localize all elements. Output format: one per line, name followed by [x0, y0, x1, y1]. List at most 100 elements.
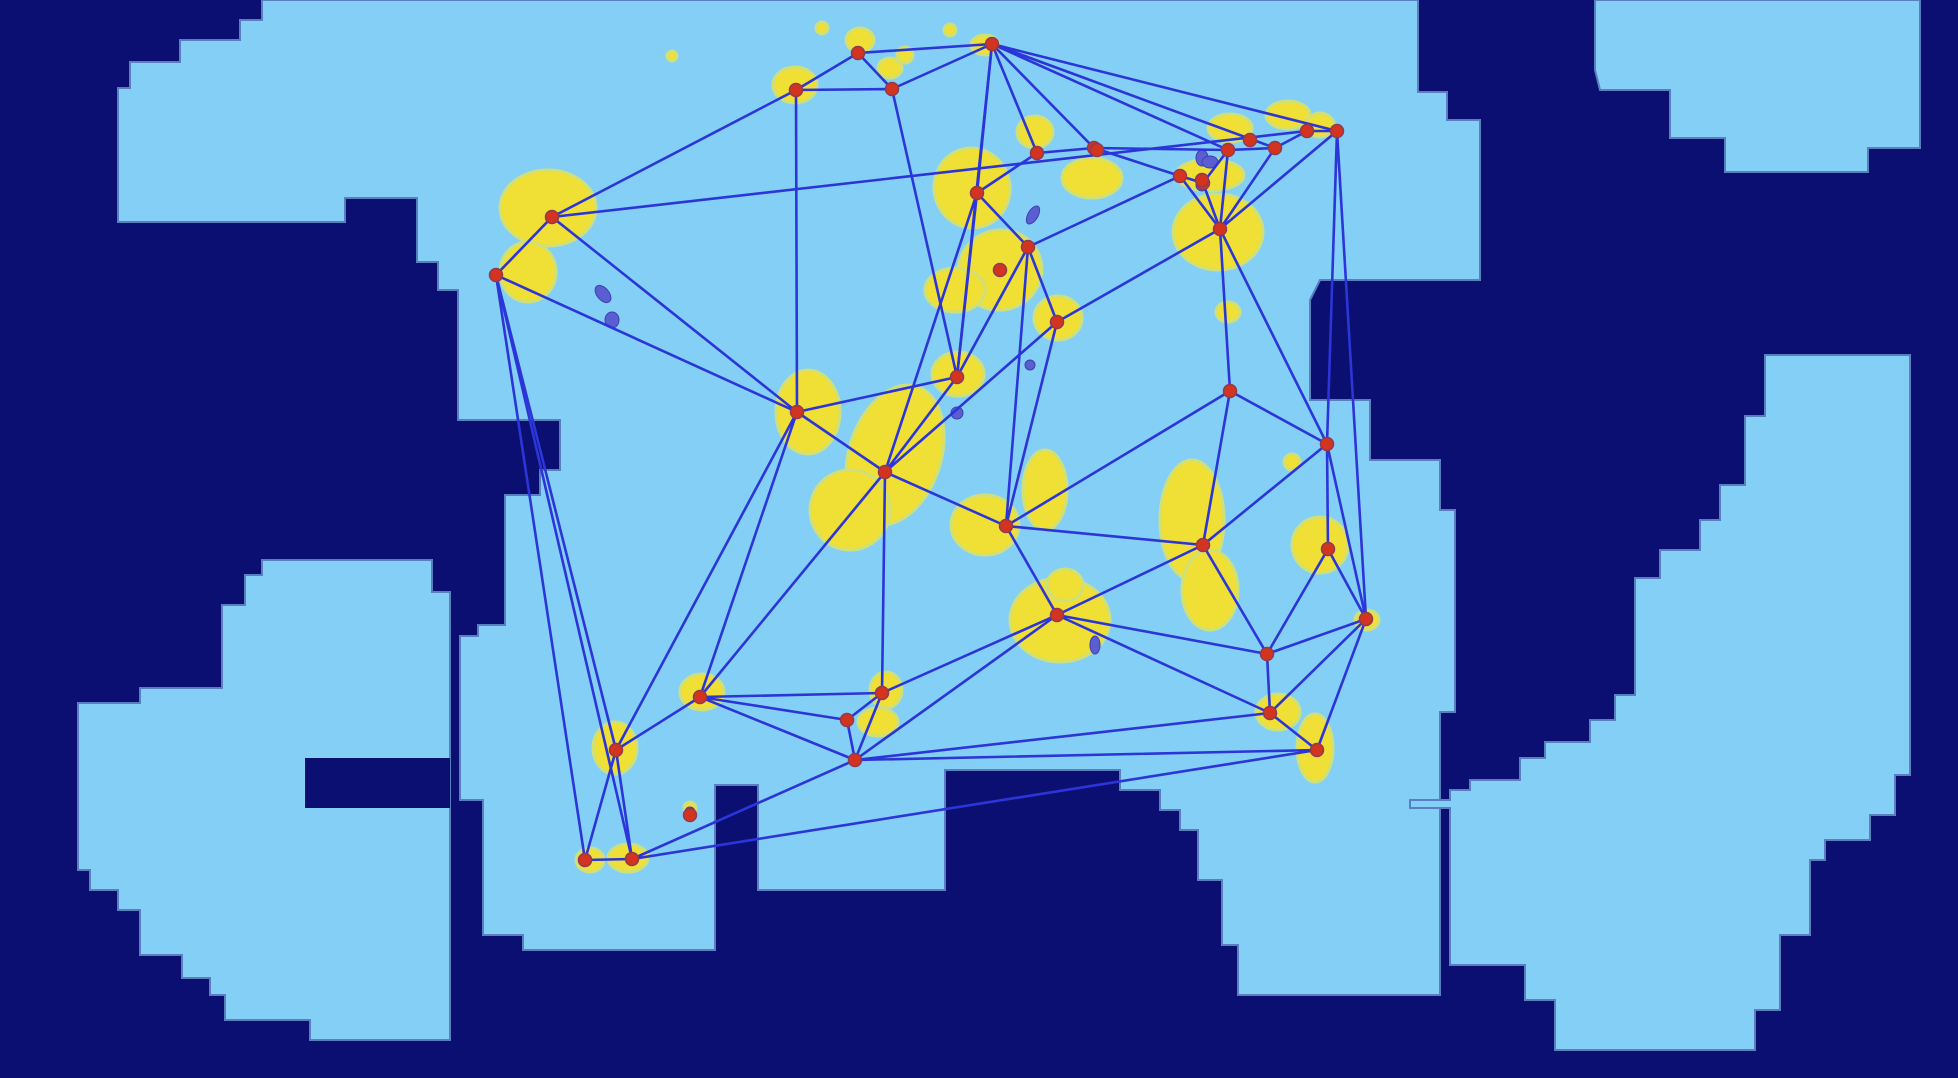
- graph-node[interactable]: [1049, 314, 1065, 330]
- graph-edge: [494, 273, 587, 862]
- graph-edge: [794, 87, 894, 92]
- graph-node[interactable]: [1262, 705, 1278, 721]
- graph-edges: [494, 42, 1368, 862]
- graph-edge: [614, 410, 799, 752]
- graph-edge: [1218, 148, 1230, 231]
- graph-edge: [1201, 442, 1329, 547]
- graph-node[interactable]: [969, 185, 985, 201]
- graph-node[interactable]: [884, 81, 900, 97]
- graph-edge: [1265, 547, 1330, 656]
- graph-node[interactable]: [1195, 537, 1211, 553]
- graph-edge: [1055, 613, 1269, 656]
- graph-edge: [1201, 181, 1222, 231]
- graph-edge: [1218, 129, 1339, 231]
- graph-node[interactable]: [789, 404, 805, 420]
- graph-node[interactable]: [992, 262, 1008, 278]
- graph-edge: [1055, 227, 1222, 324]
- graph-node[interactable]: [1319, 436, 1335, 452]
- graph-node[interactable]: [1259, 646, 1275, 662]
- free-space-region-bottom-right: [1409, 354, 1911, 1051]
- graph-node[interactable]: [577, 852, 593, 868]
- graph-edge: [883, 375, 959, 474]
- graph-node[interactable]: [1222, 383, 1238, 399]
- graph-node[interactable]: [984, 36, 1000, 52]
- graph-node[interactable]: [488, 267, 504, 283]
- obstacle-notch: [305, 758, 450, 808]
- graph-edge: [1226, 146, 1277, 152]
- graph-edge: [1055, 613, 1272, 715]
- graph-edge: [550, 88, 798, 219]
- graph-edge: [990, 42, 1039, 155]
- graph-node[interactable]: [850, 45, 866, 61]
- graph-edge: [880, 470, 887, 695]
- hotspot-blob: [498, 240, 558, 304]
- graph-node[interactable]: [998, 518, 1014, 534]
- graph-node[interactable]: [1309, 742, 1325, 758]
- graph-node[interactable]: [949, 369, 965, 385]
- graph-node[interactable]: [1299, 123, 1315, 139]
- graph-edge: [1228, 389, 1329, 446]
- hotspot-blob: [814, 20, 830, 36]
- graph-node[interactable]: [1329, 123, 1345, 139]
- graph-node[interactable]: [1358, 611, 1374, 627]
- graph-node[interactable]: [1212, 221, 1228, 237]
- hotspot-blob: [942, 22, 958, 38]
- hotspot-blob: [1254, 692, 1302, 732]
- graph-edge: [795, 410, 887, 474]
- graph-edge: [698, 691, 884, 699]
- graph-edge: [698, 410, 799, 699]
- hotspot-blob: [774, 368, 842, 456]
- graph-node[interactable]: [874, 685, 890, 701]
- graph-node[interactable]: [877, 464, 893, 480]
- hotspot-blob: [1282, 452, 1302, 472]
- graph-edge: [1268, 711, 1319, 752]
- graph-node[interactable]: [544, 209, 560, 225]
- free-space-region-bottom-left: [77, 559, 451, 1041]
- graph-node[interactable]: [1194, 172, 1210, 188]
- graph-node[interactable]: [1320, 541, 1336, 557]
- graph-edge: [614, 748, 634, 861]
- graph-edge: [853, 711, 1272, 762]
- graph-edge: [1326, 547, 1368, 621]
- graph-edge: [990, 42, 1230, 152]
- graph-edge: [1218, 227, 1232, 393]
- graph-edge: [1325, 129, 1339, 446]
- graph-node[interactable]: [692, 689, 708, 705]
- graph-node[interactable]: [608, 742, 624, 758]
- noise-speck: [594, 284, 612, 304]
- graph-node[interactable]: [839, 712, 855, 728]
- graph-edge: [1201, 389, 1232, 547]
- graph-node[interactable]: [788, 82, 804, 98]
- graph-node[interactable]: [1220, 142, 1236, 158]
- graph-edge: [1092, 146, 1230, 152]
- graph-edge: [698, 470, 887, 699]
- graph-node[interactable]: [624, 851, 640, 867]
- graph-edge: [1268, 617, 1368, 715]
- graph-edge: [1218, 227, 1329, 446]
- graph-node[interactable]: [682, 807, 698, 823]
- graph-edge: [1026, 245, 1059, 324]
- graph-edge: [883, 470, 1008, 528]
- graph-node[interactable]: [1029, 145, 1045, 161]
- hotspot-blob: [1214, 300, 1242, 324]
- graph-edge: [698, 695, 849, 722]
- graph-edge: [990, 42, 1096, 150]
- graph-node[interactable]: [1172, 168, 1188, 184]
- graph-edge: [845, 691, 884, 722]
- graph-edge: [550, 215, 799, 414]
- graph-node[interactable]: [1089, 142, 1105, 158]
- graph-edge: [494, 273, 618, 752]
- graph-node[interactable]: [1242, 132, 1258, 148]
- graph-edge: [1178, 174, 1222, 231]
- graph-node[interactable]: [847, 752, 863, 768]
- graph-node[interactable]: [1049, 607, 1065, 623]
- graph-node[interactable]: [1020, 239, 1036, 255]
- free-space-regions: [77, 0, 1921, 1051]
- graph-edge: [1218, 146, 1277, 231]
- hotspot-blob: [1180, 548, 1240, 632]
- graph-edge: [883, 191, 979, 474]
- graph-node[interactable]: [1267, 140, 1283, 156]
- graph-edge: [583, 748, 618, 862]
- graph-edge: [1335, 129, 1368, 621]
